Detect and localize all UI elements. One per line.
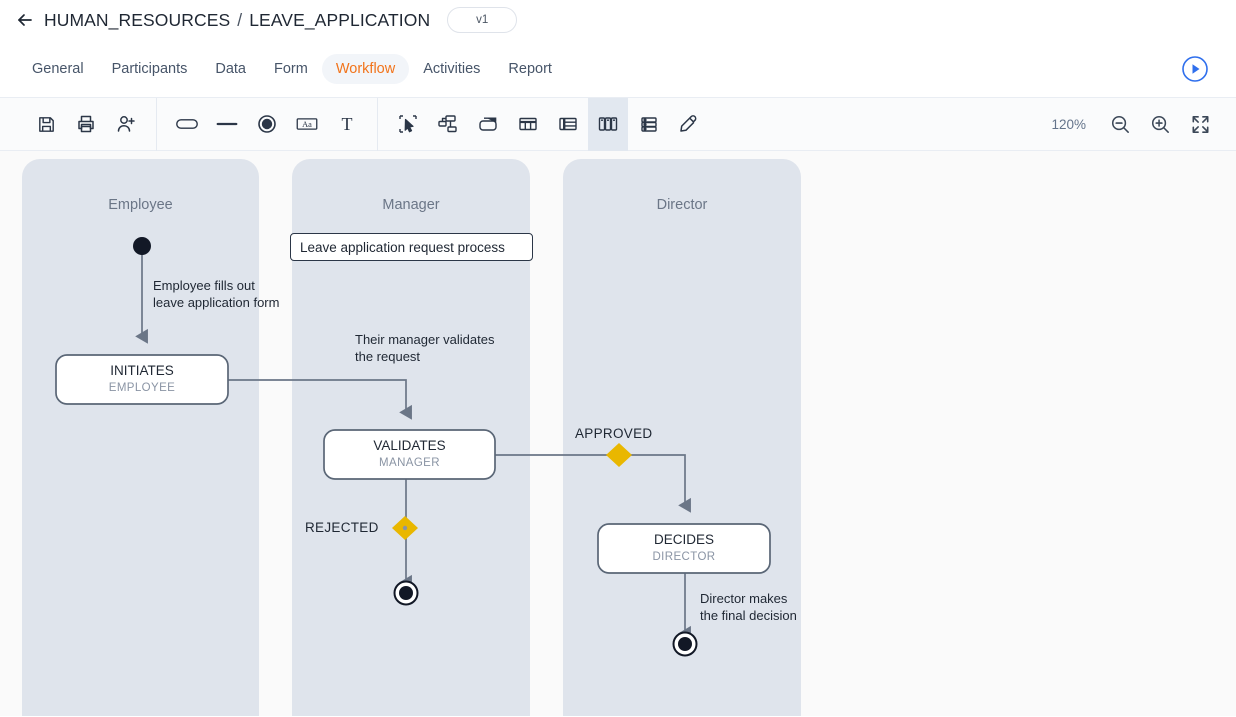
text-box-icon[interactable]: Aa	[287, 98, 327, 151]
process-title-box[interactable]: Leave application request process	[290, 233, 533, 261]
add-person-icon[interactable]	[106, 98, 146, 151]
print-icon[interactable]	[66, 98, 106, 151]
state-initiates	[55, 354, 229, 405]
lane-title-employee: Employee	[108, 197, 173, 213]
fullscreen-icon[interactable]	[1182, 104, 1218, 144]
zoom-level-label: 120%	[1051, 116, 1086, 132]
list-rows-icon[interactable]	[628, 98, 668, 151]
breadcrumb-item-process[interactable]: LEAVE_APPLICATION	[249, 9, 431, 30]
tab-general[interactable]: General	[32, 60, 84, 77]
tab-form[interactable]: Form	[274, 60, 308, 77]
pointer-select-icon[interactable]	[388, 98, 428, 151]
table-rows-icon[interactable]	[548, 98, 588, 151]
edge-label-manager-validates: Their manager validates the request	[355, 332, 495, 364]
lane-title-director: Director	[656, 197, 708, 213]
edge-label-fills-form: Employee fills out leave application for…	[153, 278, 280, 310]
table-columns-icon[interactable]	[508, 98, 548, 151]
state-validates	[323, 429, 496, 480]
back-arrow-icon[interactable]	[14, 9, 36, 31]
save-icon[interactable]	[26, 98, 66, 151]
version-chip[interactable]: v1	[447, 7, 518, 33]
breadcrumb: HUMAN_RESOURCES / LEAVE_APPLICATION	[44, 10, 430, 31]
swimlanes-icon[interactable]	[588, 97, 628, 151]
branch-label-rejected: REJECTED	[305, 520, 379, 535]
svg-text:Aa: Aa	[302, 120, 312, 129]
tab-report[interactable]: Report	[508, 60, 552, 77]
workflow-canvas[interactable]: Employee Manager Director Leave applicat…	[0, 151, 1236, 716]
run-process-button[interactable]	[1180, 54, 1210, 84]
breadcrumb-separator: /	[237, 9, 243, 30]
decision-rejected	[392, 516, 418, 540]
toolbar-divider-2	[377, 97, 378, 151]
end-node-decided	[672, 631, 698, 657]
svg-text:T: T	[342, 114, 353, 134]
tab-bar: General Participants Data Form Workflow …	[0, 40, 1236, 98]
state-decides	[597, 523, 771, 574]
filled-circle-icon[interactable]	[247, 98, 287, 151]
edge-validates-to-decides	[495, 454, 691, 513]
tab-participants[interactable]: Participants	[111, 60, 188, 77]
hierarchy-icon[interactable]	[428, 98, 468, 151]
tab-activities[interactable]: Activities	[423, 60, 481, 77]
editor-toolbar: Aa T	[0, 97, 1236, 151]
end-node-rejected	[393, 580, 419, 606]
swimlane-employee	[22, 159, 259, 716]
lane-title-manager: Manager	[382, 197, 440, 213]
start-node	[133, 237, 151, 255]
rounded-rectangle-icon[interactable]	[167, 98, 207, 151]
line-icon[interactable]	[207, 98, 247, 151]
edge-initiates-to-validates	[228, 379, 412, 420]
zoom-in-icon[interactable]	[1142, 104, 1178, 144]
zoom-out-icon[interactable]	[1102, 104, 1138, 144]
card-icon[interactable]	[468, 98, 508, 151]
decision-approved	[606, 443, 632, 467]
tab-workflow[interactable]: Workflow	[321, 53, 410, 84]
app-header: HUMAN_RESOURCES / LEAVE_APPLICATION v1	[0, 0, 1236, 40]
toolbar-divider-1	[156, 97, 157, 151]
text-icon[interactable]: T	[327, 98, 367, 151]
breadcrumb-item-module[interactable]: HUMAN_RESOURCES	[44, 9, 231, 30]
branch-label-approved: APPROVED	[575, 426, 653, 441]
edge-label-final-decision: Director makes the final decision	[700, 591, 797, 623]
tab-data[interactable]: Data	[215, 60, 246, 77]
zoom-controls: 120%	[1051, 104, 1218, 144]
eyedropper-icon[interactable]	[668, 98, 708, 151]
